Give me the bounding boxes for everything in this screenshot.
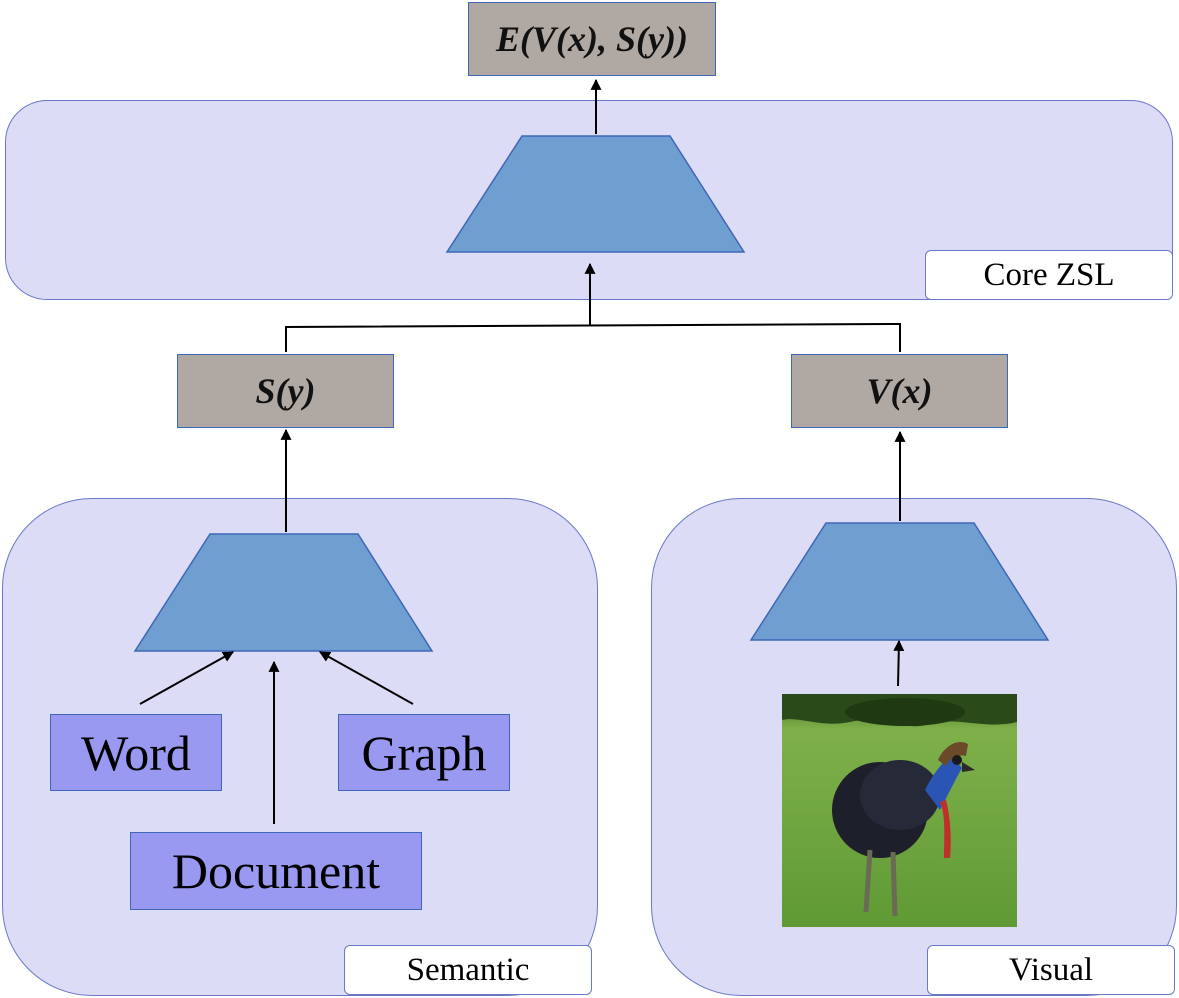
cassowary-image <box>782 694 1017 927</box>
core-zsl-tag: Core ZSL <box>925 250 1173 300</box>
arrow-graph-to-encoder <box>319 651 414 705</box>
arrow-image-to-encoder <box>893 639 905 687</box>
word-source-box: Word <box>50 714 222 791</box>
semantic-embedding-box: S(y) <box>177 354 394 428</box>
graph-source-box: Graph <box>338 714 510 791</box>
connector-embeddings-merge <box>285 322 901 352</box>
visual-tag: Visual <box>927 945 1175 995</box>
output-energy-box: E(V(x), S(y)) <box>468 2 716 76</box>
arrow-word-to-encoder <box>139 651 234 705</box>
semantic-tag: Semantic <box>344 945 592 995</box>
semantic-encoder-trapezoid <box>133 533 434 652</box>
visual-encoder-trapezoid <box>749 522 1050 641</box>
document-source-box: Document <box>130 832 422 910</box>
core-zsl-model-trapezoid <box>445 135 746 253</box>
visual-embedding-box: V(x) <box>791 354 1008 428</box>
